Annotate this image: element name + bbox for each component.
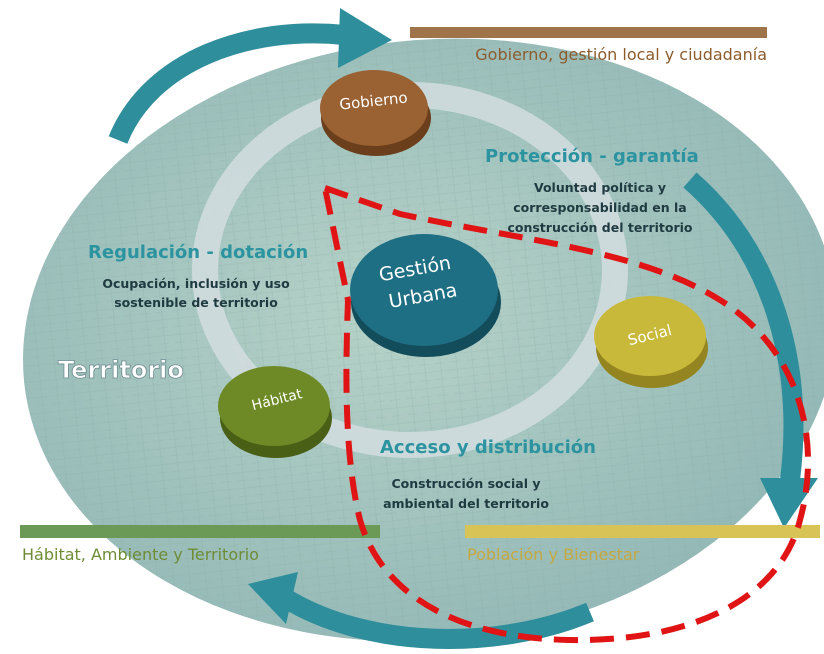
regulacion-line2: sostenible de territorio	[114, 295, 278, 310]
top-bar-label: Gobierno, gestión local y ciudadanía	[475, 45, 767, 64]
right-bar-label: Población y Bienestar	[467, 545, 640, 564]
proteccion-line1: Voluntad política y	[534, 180, 666, 195]
regulacion-line1: Ocupación, inclusión y uso	[102, 276, 290, 291]
regulacion-title: Regulación - dotación	[88, 242, 308, 263]
right-bar	[465, 525, 820, 538]
curved-arrow-icon-bottom	[248, 572, 594, 649]
acceso-line2: ambiental del territorio	[383, 496, 549, 511]
highlight-dashed-outline	[322, 185, 812, 644]
left-bar-label: Hábitat, Ambiente y Territorio	[22, 545, 259, 564]
acceso-title: Acceso y distribución	[380, 437, 596, 458]
proteccion-title: Protección - garantía	[485, 146, 699, 167]
left-bar	[20, 525, 380, 538]
node-social: Social	[594, 296, 708, 388]
territory-label: Territorio	[58, 356, 184, 384]
node-habitat: Hábitat	[218, 366, 332, 458]
node-gobierno: Gobierno	[320, 70, 431, 156]
acceso-line1: Construcción social y	[391, 476, 540, 491]
node-gestion-urbana: Gestión Urbana	[350, 234, 501, 357]
top-bar	[410, 27, 767, 38]
proteccion-line3: construcción del territorio	[507, 220, 692, 235]
curved-arrow-icon-top	[108, 8, 392, 144]
proteccion-line2: corresponsabilidad en la	[513, 200, 687, 215]
